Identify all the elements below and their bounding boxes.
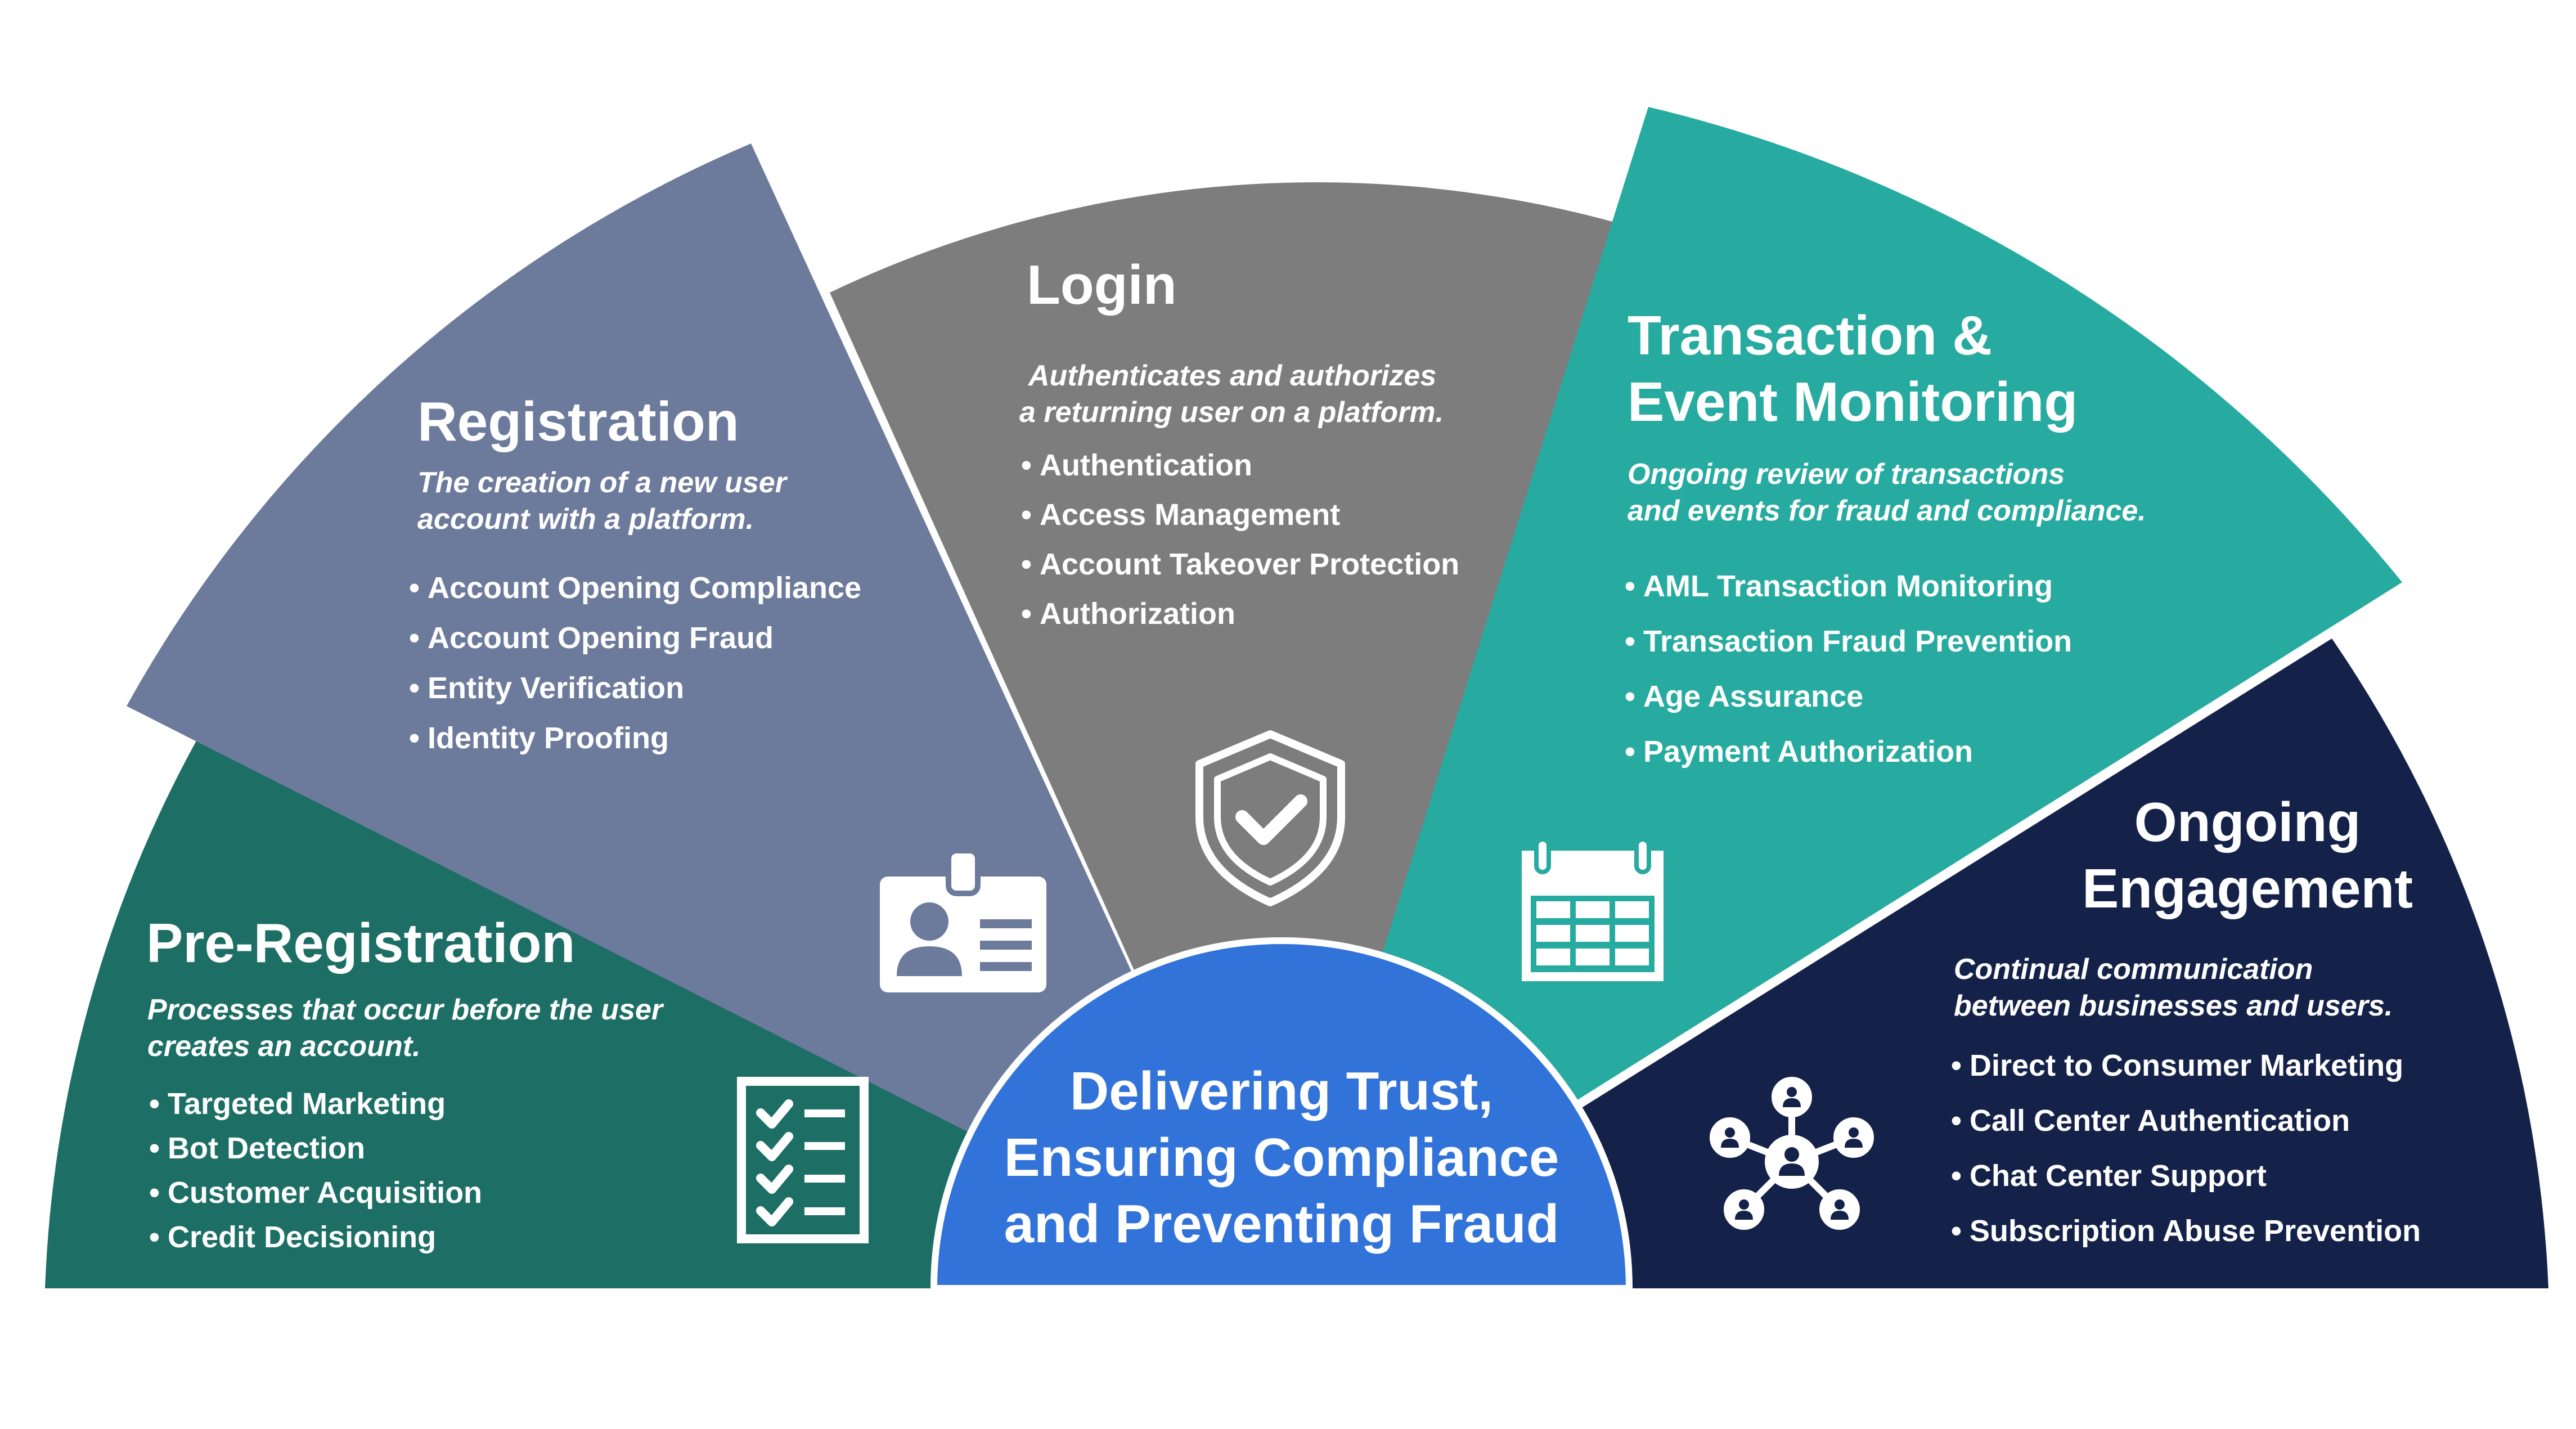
center-line-3: and Preventing Fraud [1004,1194,1559,1254]
pre-registration-desc-2: creates an account. [147,1030,421,1063]
transaction-title-1: Transaction & [1628,304,1992,366]
login-item: Authentication [1040,448,1252,482]
registration-bullet: • [409,671,420,705]
pre-registration-item: Targeted Marketing [168,1087,446,1121]
login-bullet: • [1021,448,1032,482]
transaction-item: Transaction Fraud Prevention [1643,624,2072,658]
engagement-bullet: • [1951,1159,1962,1193]
login-bullet: • [1021,547,1032,581]
segment-transaction-event-monitoring [1277,107,2402,1288]
segment-ongoing-engagement [1277,639,2548,1288]
engagement-bullet: • [1951,1104,1962,1138]
center-line-2: Ensuring Compliance [1004,1127,1559,1188]
transaction-bullet: • [1625,680,1635,713]
engagement-item: Direct to Consumer Marketing [1970,1049,2403,1082]
registration-item: Entity Verification [428,671,684,705]
registration-title: Registration [417,390,739,452]
pre-registration-item: Bot Detection [168,1131,365,1165]
pre-registration-bullet: • [149,1220,160,1254]
registration-bullet: • [409,721,420,755]
segment-registration [127,143,1277,1288]
registration-item: Account Opening Fraud [428,621,774,655]
registration-bullet: • [409,571,420,605]
transaction-title-2: Event Monitoring [1628,371,2078,433]
transaction-desc-2: and events for fraud and compliance. [1628,495,2146,527]
login-bullet: • [1021,498,1032,532]
id-badge-icon [880,848,1046,992]
transaction-bullet: • [1625,569,1635,603]
login-item: Account Takeover Protection [1040,547,1459,581]
network-people-glyphs [1721,1087,1863,1220]
pre-registration-bullet: • [149,1176,160,1210]
registration-item: Account Opening Compliance [428,571,861,605]
login-item: Access Management [1040,498,1340,532]
pre-registration-item: Credit Decisioning [168,1220,436,1254]
login-item: Authorization [1040,597,1235,631]
engagement-item: Call Center Authentication [1970,1104,2350,1138]
transaction-desc-1: Ongoing review of transactions [1628,458,2065,491]
engagement-desc-1: Continual communication [1954,953,2313,986]
registration-desc-1: The creation of a new user [417,466,788,499]
checklist-icon [737,1077,869,1243]
transaction-bullet: • [1625,735,1635,769]
registration-item: Identity Proofing [428,721,669,755]
pre-registration-item: Customer Acquisition [168,1176,482,1210]
engagement-title-1: Ongoing [2134,791,2361,853]
login-desc-2: a returning user on a platform. [1019,396,1444,429]
segment-login [830,182,1615,1288]
engagement-title-2: Engagement [2082,857,2413,919]
registration-desc-2: account with a platform. [417,503,754,536]
registration-bullet: • [409,621,420,655]
center-hub [930,937,1633,1292]
transaction-item: Payment Authorization [1643,735,1973,769]
center-line-1: Delivering Trust, [1070,1061,1493,1121]
shield-check-icon [1195,730,1345,906]
pre-registration-bullet: • [149,1087,160,1121]
transaction-item: AML Transaction Monitoring [1643,569,2053,603]
pre-registration-bullet: • [149,1131,160,1165]
login-title: Login [1027,254,1177,316]
engagement-item: Chat Center Support [1970,1159,2267,1193]
login-desc-1: Authenticates and authorizes [1027,360,1436,392]
login-bullet: • [1021,597,1032,631]
transaction-item: Age Assurance [1643,680,1863,713]
engagement-desc-2: between businesses and users. [1954,990,2393,1022]
engagement-bullet: • [1951,1049,1962,1082]
pre-registration-title: Pre-Registration [146,912,575,974]
engagement-bullet: • [1951,1214,1962,1248]
pre-registration-desc-1: Processes that occur before the user [147,994,664,1026]
calendar-icon [1522,837,1664,981]
transaction-bullet: • [1625,624,1635,658]
engagement-item: Subscription Abuse Prevention [1970,1214,2421,1248]
